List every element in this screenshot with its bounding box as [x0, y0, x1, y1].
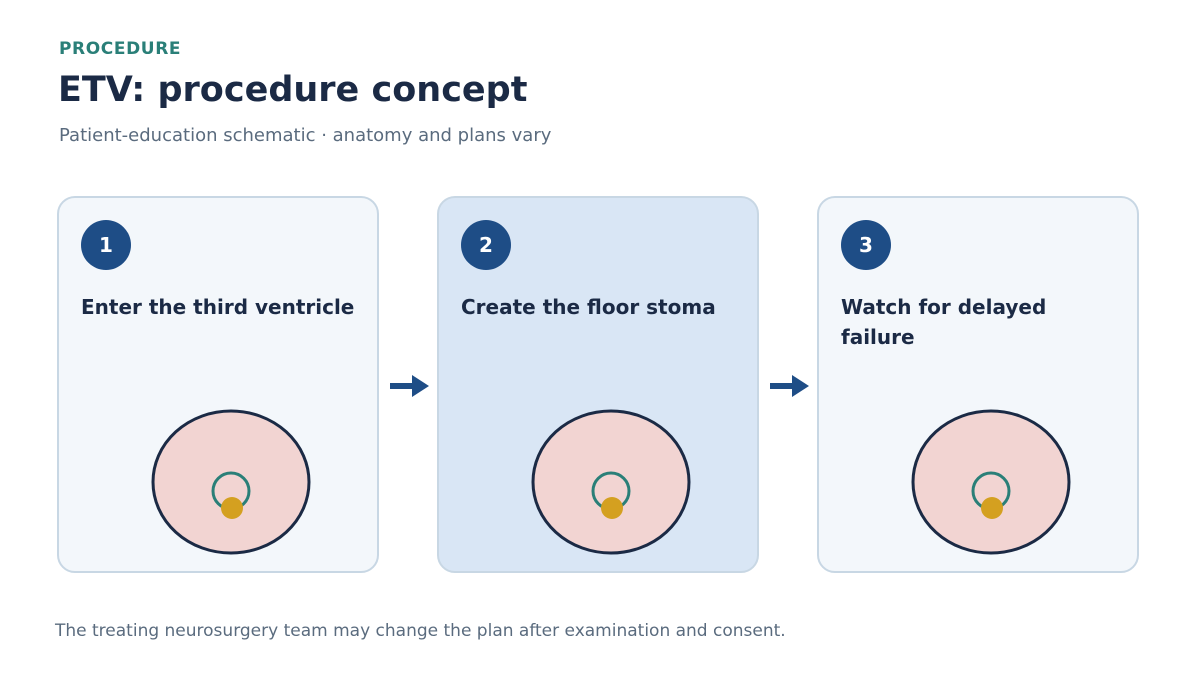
ventricle-schematic-icon	[531, 409, 691, 555]
step-title: Enter the third ventricle	[81, 295, 355, 319]
step-number-badge: 3	[841, 220, 891, 270]
step-number-badge: 2	[461, 220, 511, 270]
eyebrow-label: PROCEDURE	[59, 39, 182, 59]
ventricle-schematic-icon	[911, 409, 1071, 555]
step-title: Create the floor stoma	[461, 295, 716, 319]
step-card-3: 3 Watch for delayed failure	[817, 196, 1139, 573]
step-card-2: 2 Create the floor stoma	[437, 196, 759, 573]
page-title: ETV: procedure concept	[58, 70, 528, 110]
step-card-1: 1 Enter the third ventricle	[57, 196, 379, 573]
step-number-badge: 1	[81, 220, 131, 270]
page-subtitle: Patient-education schematic · anatomy an…	[59, 125, 552, 146]
arrow-right-icon	[770, 375, 809, 397]
step-title: Watch for delayed failure	[841, 295, 1047, 349]
ventricle-schematic-icon	[151, 409, 311, 555]
arrow-right-icon	[390, 375, 429, 397]
footnote: The treating neurosurgery team may chang…	[55, 621, 786, 641]
